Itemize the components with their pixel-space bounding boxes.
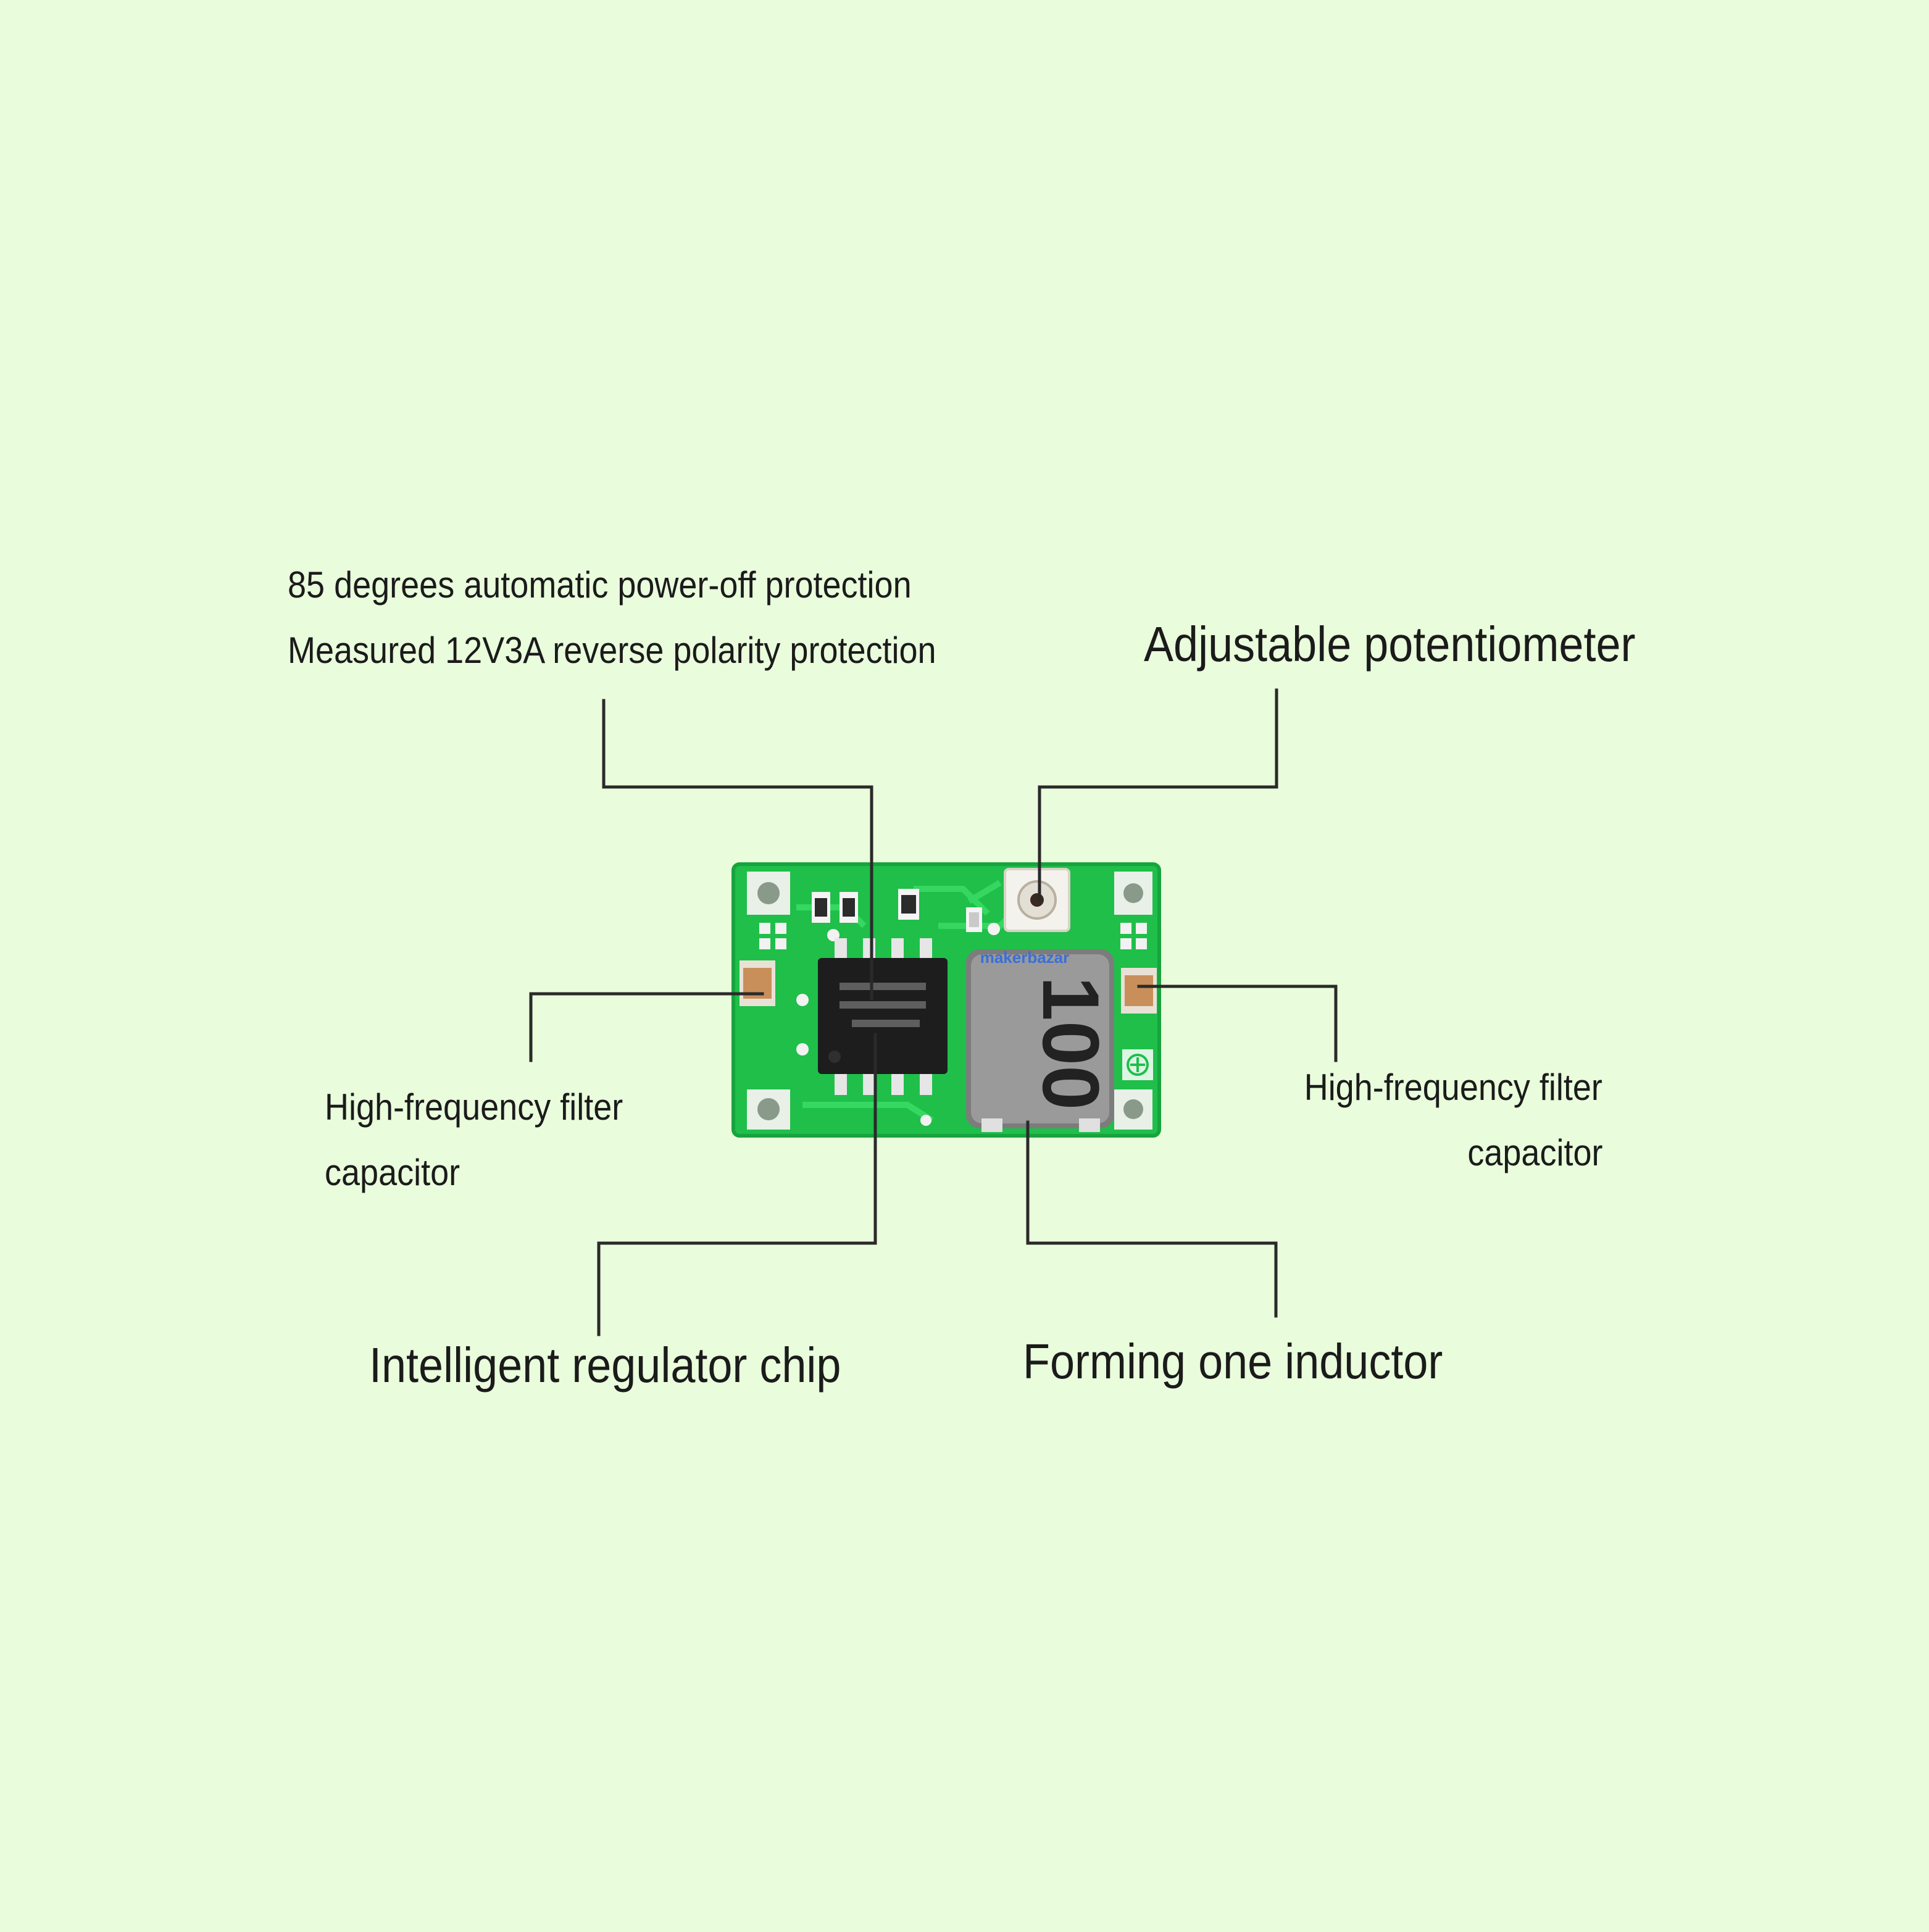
polarity-mark-icon bbox=[1122, 1049, 1153, 1080]
pcb-edge-shade bbox=[731, 862, 1161, 1138]
label-reverse-polarity-protection: Measured 12V3A reverse polarity protecti… bbox=[288, 630, 936, 671]
brand-logo: makerbazar bbox=[980, 948, 1070, 967]
ic-pins-bottom bbox=[835, 1072, 932, 1095]
leader-line-protection bbox=[602, 699, 873, 1001]
potentiometer bbox=[1004, 868, 1070, 932]
mounting-hole-top-left bbox=[757, 882, 780, 904]
label-temperature-protection: 85 degrees automatic power-off protectio… bbox=[288, 564, 912, 606]
label-capacitor-right-line1: High-frequency filter bbox=[1304, 1067, 1602, 1108]
label-inductor: Forming one inductor bbox=[1023, 1334, 1443, 1389]
label-capacitor-right-line2: capacitor bbox=[1467, 1132, 1602, 1173]
mounting-hole-bottom-left bbox=[757, 1098, 780, 1120]
mounting-hole-top-right bbox=[1123, 883, 1143, 903]
capacitor-right bbox=[1121, 968, 1157, 1014]
label-regulator-chip: Intelligent regulator chip bbox=[369, 1338, 841, 1393]
mounting-holes bbox=[747, 872, 1152, 1130]
leader-line-capacitor-right bbox=[1137, 985, 1338, 1062]
leader-line-regulator-chip bbox=[597, 1033, 877, 1336]
regulator-ic bbox=[818, 938, 948, 1095]
ic-pins-top bbox=[835, 938, 932, 960]
label-capacitor-left-line1: High-frequency filter bbox=[325, 1086, 623, 1128]
leader-lines bbox=[529, 688, 1338, 1336]
leader-line-inductor bbox=[1026, 1120, 1278, 1318]
capacitor-left bbox=[740, 960, 775, 1006]
label-adjustable-potentiometer: Adjustable potentiometer bbox=[1144, 617, 1636, 672]
inductor: 100 bbox=[966, 949, 1116, 1132]
inductor-marking: 100 bbox=[1026, 976, 1116, 1110]
solder-pads bbox=[759, 923, 1147, 1126]
pcb-board: 100 makerbazar bbox=[731, 862, 1161, 1138]
smd-resistors bbox=[812, 889, 982, 932]
leader-line-capacitor-left bbox=[529, 992, 764, 1062]
label-capacitor-left-line2: capacitor bbox=[325, 1152, 460, 1193]
leader-line-potentiometer bbox=[1038, 688, 1278, 902]
mounting-hole-bottom-right bbox=[1123, 1099, 1143, 1119]
